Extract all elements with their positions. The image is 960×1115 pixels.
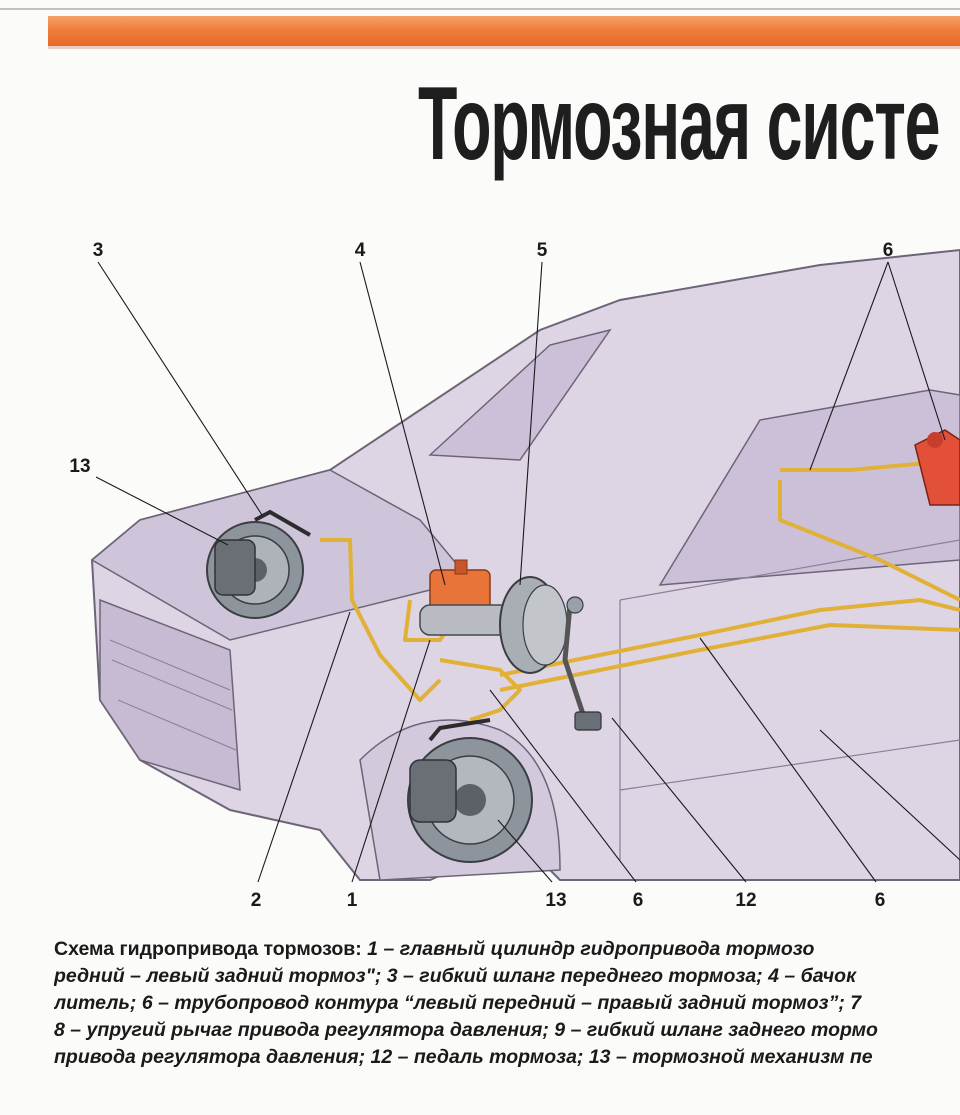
page-title: Тормозная систе (418, 66, 940, 182)
brake-pedal (562, 596, 602, 731)
top-rule (0, 8, 960, 10)
caption-line-2: редний – левый задний тормоз"; 3 – гибки… (54, 965, 856, 987)
header-band-shadow (48, 46, 960, 49)
brake-system-diagram: 3 4 5 6 13 2 1 13 6 12 6 (69, 240, 960, 911)
brake-lines (320, 458, 960, 722)
caption-lead: Схема гидропривода тормозов: (54, 938, 362, 960)
master-cylinder (419, 559, 511, 636)
callout-12: 12 (735, 890, 756, 911)
header-band (48, 16, 960, 46)
callout-3: 3 (93, 240, 104, 261)
pressure-regulator (914, 429, 960, 506)
caption-line-3: литель; 6 – трубопровод контура “левый п… (54, 992, 862, 1014)
callout-2: 2 (251, 890, 262, 911)
callout-13-left: 13 (69, 456, 90, 477)
caption-line-4: 8 – упругий рычаг привода регулятора дав… (54, 1019, 878, 1041)
caption-line-5: привода регулятора давления; 12 – педаль… (54, 1046, 873, 1068)
caption-line-1-text: 1 – главный цилиндр гидропривода тормозо (361, 938, 815, 960)
callout-6-a: 6 (633, 890, 644, 911)
callout-1: 1 (347, 890, 358, 911)
caption-line-1: Схема гидропривода тормозов: 1 – главный… (54, 936, 960, 963)
callout-6-top: 6 (883, 240, 894, 261)
leader-lines (95, 261, 960, 883)
right-front-brake (407, 718, 533, 863)
callout-4: 4 (355, 240, 366, 261)
callout-13-bottom: 13 (545, 890, 566, 911)
callout-6-b: 6 (875, 890, 886, 911)
figure-caption: Схема гидропривода тормозов: 1 – главный… (54, 936, 960, 1071)
vacuum-booster (499, 576, 568, 674)
callout-5: 5 (537, 240, 548, 261)
left-front-brake (206, 509, 311, 619)
